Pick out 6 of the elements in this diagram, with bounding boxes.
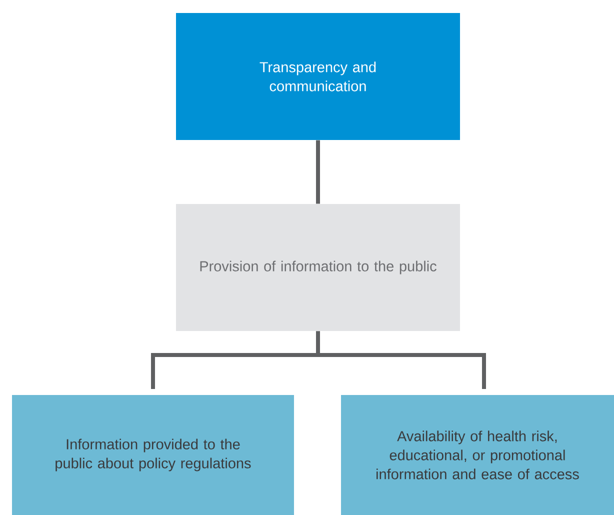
text-box: Availability of health risk, educational, or promotional information and ease of access — [341, 395, 614, 515]
text-box: Provision of information to the public — [176, 204, 460, 331]
text-box: Transparency and communication — [176, 13, 460, 140]
text-box: Information provided to the public about policy regulations — [12, 395, 294, 515]
connector-line — [316, 331, 486, 389]
connector-line — [316, 140, 320, 204]
